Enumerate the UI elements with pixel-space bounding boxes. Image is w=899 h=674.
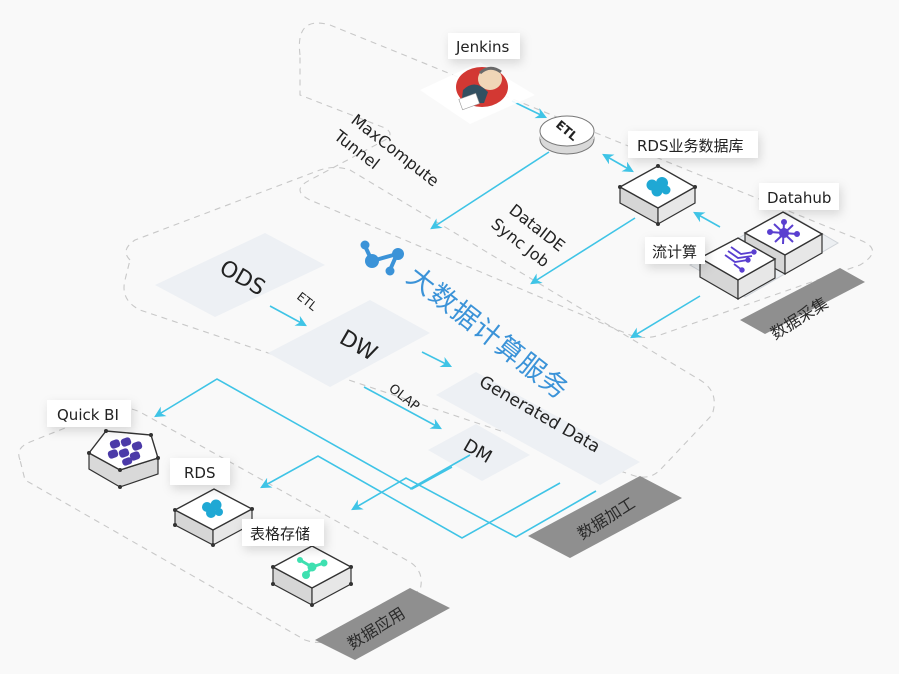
stream-circuit-icon (724, 246, 757, 273)
flow-dm-to-quickbi (154, 378, 453, 490)
label-jenkins-text: Jenkins (455, 38, 510, 56)
label-jenkins: Jenkins (448, 33, 520, 59)
rds-cloud-icon (202, 499, 223, 518)
label-stream: 流计算 (645, 237, 705, 264)
node-stream (698, 237, 777, 301)
zone-process-outline (123, 166, 715, 478)
label-rds-app-text: RDS (184, 464, 216, 482)
zone-collect-outline (298, 22, 874, 339)
flow-stream-to-rds (693, 211, 721, 228)
label-tablestore-text: 表格存储 (250, 525, 310, 543)
flow-dw-to-generated (421, 351, 453, 368)
node-etl-disc: ETL (539, 115, 595, 155)
label-tablestore: 表格存储 (242, 519, 324, 546)
flow-generated-to-tablestore (351, 477, 597, 538)
layer-ods: ODS (155, 233, 325, 317)
layer-dm: DM (428, 424, 530, 481)
flow-jenkins-to-etl (511, 100, 548, 119)
maxcompute-logo-icon (360, 240, 404, 276)
flow-etl-to-maxcompute (430, 151, 550, 230)
label-stream-text: 流计算 (652, 243, 697, 261)
flow-label-olap: OLAP (386, 381, 423, 414)
node-jenkins (420, 62, 535, 124)
node-quickbi (87, 429, 160, 489)
label-rds-business: RDS业务数据库 (628, 131, 758, 158)
layer-dw: DW (268, 300, 430, 387)
jenkins-butler-icon (456, 66, 508, 111)
rds-cloud-icon (646, 177, 671, 197)
flow-label-etl: ETL (294, 289, 320, 314)
quickbi-cube-icon (107, 437, 143, 466)
node-rds-business (618, 164, 697, 226)
tablestore-nodes-icon (297, 557, 328, 579)
label-datahub: Datahub (759, 183, 839, 210)
node-rds-app (173, 488, 254, 547)
datahub-hub-icon (767, 219, 800, 245)
flow-connector-dm (409, 454, 471, 490)
flow-datahub-to-maxcompute (630, 295, 701, 339)
label-quickbi: Quick BI (47, 400, 131, 427)
node-tablestore (271, 545, 353, 607)
label-rds-app: RDS (170, 458, 230, 485)
flow-dw-to-dm (363, 386, 442, 430)
label-datahub-text: Datahub (767, 189, 831, 207)
flow-etl-rds-bidirectional (602, 153, 634, 173)
label-rds-business-text: RDS业务数据库 (637, 137, 744, 155)
zone-tag-apply: 数据应用 (315, 588, 450, 660)
label-quickbi-text: Quick BI (57, 406, 119, 424)
flow-ods-to-dw (269, 305, 307, 327)
flow-rds-to-maxcompute (530, 217, 636, 285)
flow-generated-to-rds (260, 455, 561, 539)
